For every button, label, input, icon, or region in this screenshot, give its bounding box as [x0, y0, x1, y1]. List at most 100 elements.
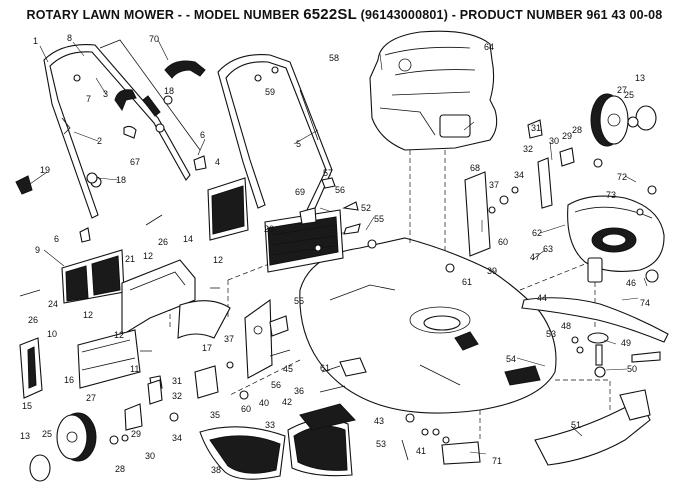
callout-9: 9: [35, 245, 40, 255]
callout-58: 58: [329, 53, 339, 63]
callout-12a: 12: [143, 251, 153, 261]
callout-27a: 27: [617, 85, 627, 95]
callout-19: 19: [40, 165, 50, 175]
callout-54: 54: [506, 354, 516, 364]
callout-12b: 12: [213, 255, 223, 265]
callout-62: 62: [532, 228, 542, 238]
callout-7: 7: [86, 94, 91, 104]
hardware: [15, 74, 661, 465]
callout-21: 21: [125, 254, 135, 264]
callout-52: 52: [361, 203, 371, 213]
callout-47: 47: [530, 252, 540, 262]
callout-3: 3: [103, 89, 108, 99]
callout-6b: 6: [54, 234, 59, 244]
callout-59: 59: [265, 87, 275, 97]
callout-49: 49: [621, 338, 631, 348]
callout-38: 38: [211, 465, 221, 475]
callout-39: 39: [487, 266, 497, 276]
hose: [114, 60, 206, 112]
callout-45: 45: [283, 364, 293, 374]
callout-16: 16: [64, 375, 74, 385]
title-prefix: ROTARY LAWN MOWER - - MODEL NUMBER: [26, 8, 300, 22]
callout-73: 73: [606, 190, 616, 200]
callout-42: 42: [282, 397, 292, 407]
callout-14: 14: [183, 234, 193, 244]
callout-26a: 26: [158, 237, 168, 247]
callout-31a: 31: [531, 123, 541, 133]
callout-61b: 61: [320, 363, 330, 373]
engine: [369, 30, 498, 151]
callout-48: 48: [561, 321, 571, 331]
callout-26b: 26: [28, 315, 38, 325]
callout-37a: 37: [489, 180, 499, 190]
callout-57: 57: [323, 168, 333, 178]
callout-18a: 18: [164, 86, 174, 96]
callout-36: 36: [294, 386, 304, 396]
callout-13a: 13: [635, 73, 645, 83]
callout-28a: 28: [572, 125, 582, 135]
callout-2: 2: [97, 136, 102, 146]
wheels: [29, 93, 657, 482]
callout-34a: 34: [514, 170, 524, 180]
callout-35: 35: [210, 410, 220, 420]
callout-70: 70: [149, 34, 159, 44]
callout-63: 63: [543, 244, 553, 254]
callout-29a: 29: [562, 131, 572, 141]
callout-50: 50: [627, 364, 637, 374]
callout-1: 1: [33, 36, 38, 46]
callout-6a: 6: [200, 130, 205, 140]
callout-60b: 60: [241, 404, 251, 414]
callout-32a: 32: [523, 144, 533, 154]
callout-68: 68: [470, 163, 480, 173]
callout-55a: 55: [374, 214, 384, 224]
callout-43: 43: [374, 416, 384, 426]
mower-deck: [299, 237, 557, 414]
callout-10: 10: [47, 329, 57, 339]
callout-53b: 53: [376, 439, 386, 449]
callout-15: 15: [22, 401, 32, 411]
model-number: 6522SL: [303, 6, 357, 23]
callout-27b: 27: [86, 393, 96, 403]
callout-labels: 1 2 3 4 5 6 6 7 8 9 10 11 12 12 12 12 13…: [20, 33, 650, 475]
callout-13b: 13: [20, 431, 30, 441]
callout-30a: 30: [549, 136, 559, 146]
callout-18b: 18: [116, 175, 126, 185]
callout-5: 5: [296, 139, 301, 149]
callout-12d: 12: [114, 330, 124, 340]
callout-32b: 32: [172, 391, 182, 401]
callout-12c: 12: [83, 310, 93, 320]
callout-53a: 53: [546, 329, 556, 339]
callout-40: 40: [259, 398, 269, 408]
callout-17: 17: [202, 343, 212, 353]
callout-71: 71: [492, 456, 502, 466]
callout-51: 51: [571, 420, 581, 430]
callout-33: 33: [265, 420, 275, 430]
callout-64: 64: [484, 42, 494, 52]
brackets: [19, 157, 553, 399]
callout-74: 74: [640, 298, 650, 308]
callout-41: 41: [416, 446, 426, 456]
callout-44: 44: [537, 293, 547, 303]
leader-lines: [29, 39, 648, 455]
callout-69: 69: [295, 187, 305, 197]
discharge-parts: [199, 403, 356, 480]
callout-31b: 31: [172, 376, 182, 386]
callout-55b: 55: [294, 296, 304, 306]
callout-67: 67: [130, 157, 140, 167]
diagram-title: ROTARY LAWN MOWER - - MODEL NUMBER 6522S…: [0, 6, 689, 23]
callout-25a: 25: [624, 90, 634, 100]
callout-56a: 56: [335, 185, 345, 195]
callout-29b: 29: [131, 429, 141, 439]
callout-60a: 60: [498, 237, 508, 247]
callout-28b: 28: [115, 464, 125, 474]
callout-72: 72: [617, 172, 627, 182]
callout-8: 8: [67, 33, 72, 43]
callout-61a: 61: [462, 277, 472, 287]
callout-24: 24: [48, 299, 58, 309]
callout-46: 46: [626, 278, 636, 288]
callout-37b: 37: [224, 334, 234, 344]
callout-4: 4: [215, 157, 220, 167]
title-suffix: (96143000801) - PRODUCT NUMBER 961 43 00…: [360, 8, 663, 22]
upper-handle: [43, 39, 201, 219]
